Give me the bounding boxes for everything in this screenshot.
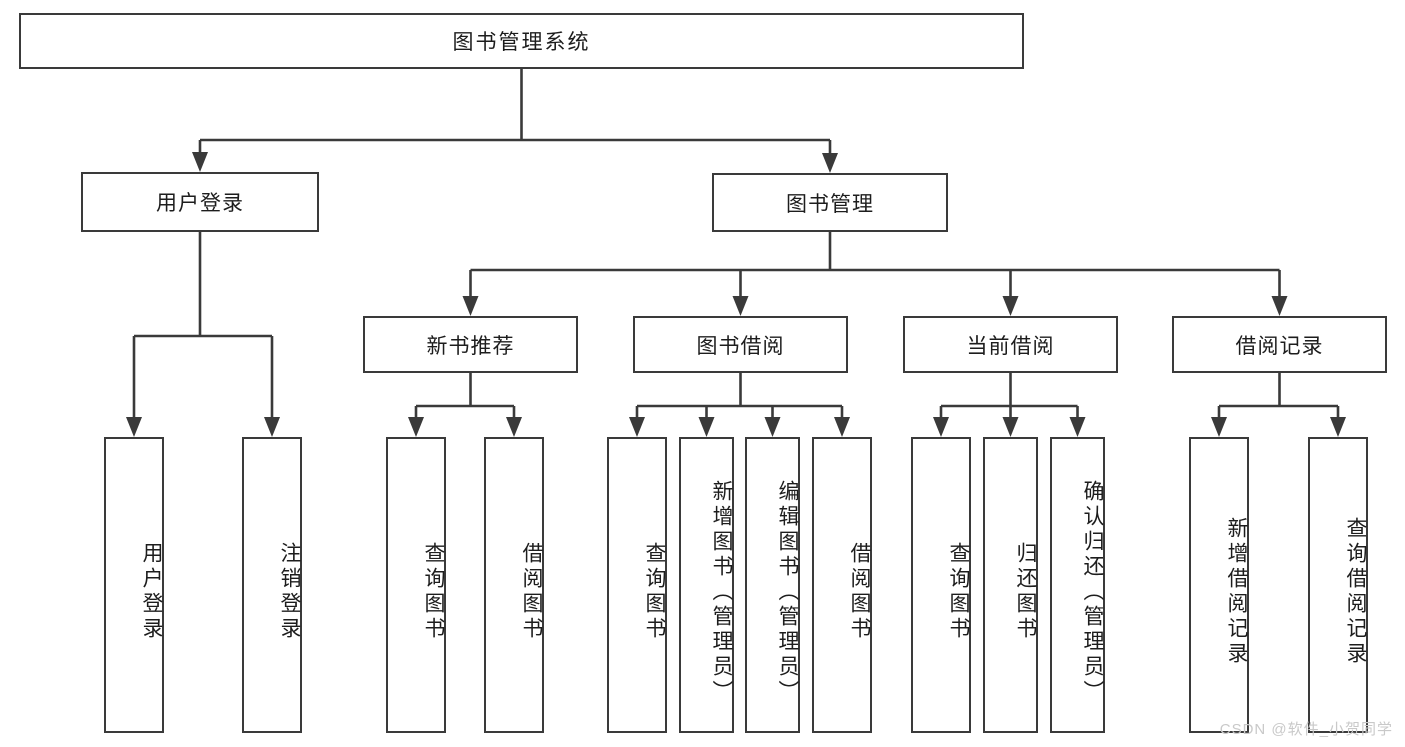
leaf-add-book[interactable]: 新增图书（管理员） [679, 437, 734, 733]
node-user-login[interactable]: 用户登录 [81, 172, 319, 232]
leaf-confirm-return[interactable]: 确认归还（管理员） [1050, 437, 1105, 733]
leaf-edit-book[interactable]: 编辑图书（管理员） [745, 437, 800, 733]
node-book-manage[interactable]: 图书管理 [712, 173, 948, 232]
node-borrow-record[interactable]: 借阅记录 [1172, 316, 1387, 373]
node-label: 当前借阅 [966, 334, 1055, 358]
node-root[interactable]: 图书管理系统 [19, 13, 1024, 69]
leaf-borrow-book-2[interactable]: 借阅图书 [812, 437, 872, 733]
leaf-logout[interactable]: 注销登录 [242, 437, 302, 733]
leaf-add-record[interactable]: 新增借阅记录 [1189, 437, 1249, 733]
node-new-book-recommend[interactable]: 新书推荐 [363, 316, 578, 373]
node-label: 图书管理 [786, 192, 874, 216]
leaf-query-book-3[interactable]: 查询图书 [911, 437, 971, 733]
leaf-query-book-2[interactable]: 查询图书 [607, 437, 667, 733]
leaf-user-login[interactable]: 用户登录 [104, 437, 164, 733]
leaf-return-book[interactable]: 归还图书 [983, 437, 1038, 733]
node-label: 新书推荐 [426, 334, 515, 358]
node-book-borrow[interactable]: 图书借阅 [633, 316, 848, 373]
leaf-borrow-book-1[interactable]: 借阅图书 [484, 437, 544, 733]
node-root-label: 图书管理系统 [452, 31, 591, 54]
node-label: 用户登录 [156, 192, 244, 215]
node-label: 图书借阅 [696, 334, 785, 358]
node-label: 借阅记录 [1235, 334, 1324, 358]
leaf-query-record[interactable]: 查询借阅记录 [1308, 437, 1368, 733]
leaf-query-book-1[interactable]: 查询图书 [386, 437, 446, 733]
watermark: CSDN @软件_小贺同学 [1219, 721, 1393, 738]
node-current-borrow[interactable]: 当前借阅 [903, 316, 1118, 373]
